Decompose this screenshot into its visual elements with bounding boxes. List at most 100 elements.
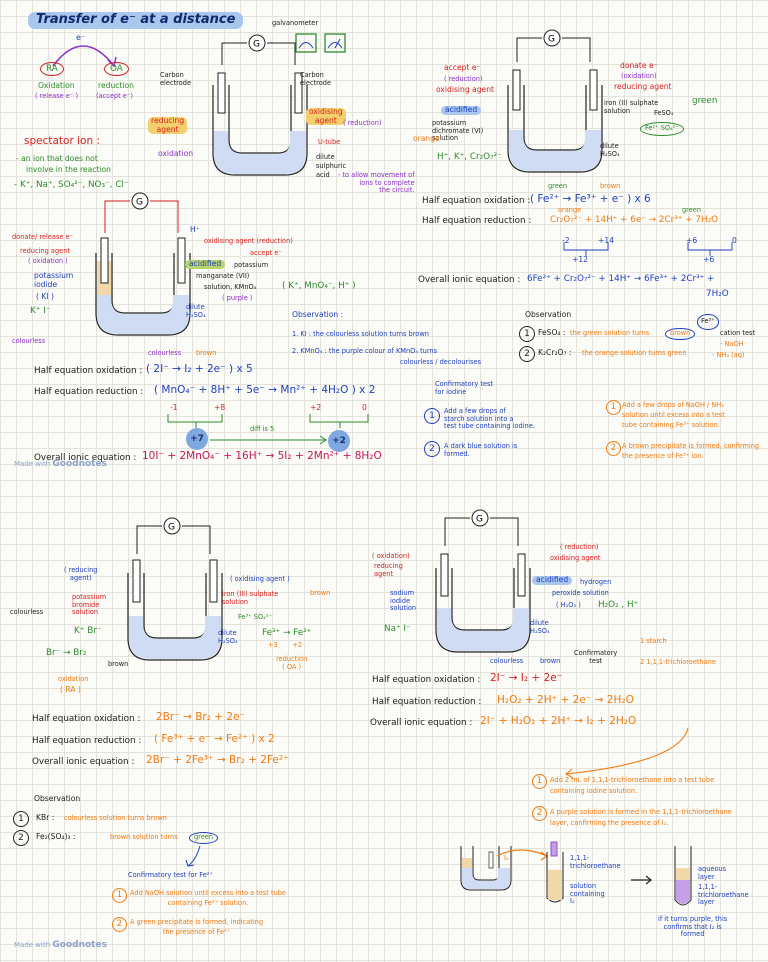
confirm-s1: Add a few drops of starch solution into … [444, 407, 535, 431]
u-tube-apparatus-4: G [127, 517, 223, 661]
potassium-bromide-label: potassium bromide solution [72, 593, 107, 617]
k-br-ions: K⁺ Br⁻ [74, 626, 102, 636]
n-b: +8 [214, 403, 226, 412]
sodium-iodide-label: sodium iodide solution [390, 589, 417, 613]
half-ox-label-i: Half equation oxidation : [372, 675, 481, 685]
overall-label-i: Overall ionic equation : [370, 718, 473, 728]
obs-br-s1: Add NaOH solution until excess into a te… [130, 889, 286, 907]
oxidation-label-5: ( oxidation) [372, 552, 410, 560]
n-e: +7 [186, 428, 208, 450]
h2o2-ions: H₂O₂ , H⁺ [598, 600, 639, 610]
ra-note: ( release e⁻ ) [35, 92, 79, 100]
half-red-label-ki: Half equation reduction : [34, 387, 144, 397]
obs-br-arrow [185, 845, 201, 867]
obs-br-s1n: 1 [112, 888, 127, 903]
half-red-label-i: Half equation reduction : [372, 697, 482, 707]
obs-br-conf: Confirmatory test for Fe²⁺ [128, 871, 213, 879]
half-ox-eq-i: 2I⁻ → I₂ + 2e⁻ [490, 672, 563, 684]
reduction-label-2: ( reduction) [444, 75, 483, 83]
colourless-label-3: colourless [12, 337, 46, 345]
obs-right-s2: A brown precipitate is formed, confirmin… [622, 442, 760, 460]
fe3-circle: Fe³⁺ [697, 314, 719, 330]
svg-text:G: G [168, 523, 175, 533]
half-ox-eq-br: 2Br⁻ → Br₂ + 2e⁻ [156, 711, 246, 723]
oxidising-agent-label-4: ( oxidising agent ) [230, 575, 290, 583]
kmno4-solution-label: solution, KMnO₄ [204, 283, 257, 291]
reducing-agent-label-3: reducing agent [20, 247, 70, 255]
reduction-label: ( reduction) [343, 119, 382, 127]
overall-eq-i: 2I⁻ + H₂O₂ + 2H⁺ → I₂ + 2H₂O [480, 715, 637, 727]
svg-text:G: G [253, 40, 260, 50]
obs-right-s2n: 2 [606, 441, 621, 456]
oxidising-agent-label-3: oxidising agent (reduction) [204, 237, 293, 245]
orange-note: orange [558, 206, 582, 214]
purple-label: ( purple ) [222, 294, 253, 302]
obs-mid-l1: 1. KI : the colourless solution turns br… [292, 330, 429, 338]
half-ox-label-right: Half equation oxidation : [422, 196, 531, 206]
reduction-label-5: ( reduction) [560, 543, 599, 551]
n-f: +2 [328, 430, 350, 452]
galvanometer-symbols [295, 33, 346, 53]
obs-br-l2a: Fe₂(SO₄)₃ : [36, 832, 76, 841]
acidified-label-5: acidified [532, 575, 573, 585]
confirm-tce: 2 1,1,1-trichloroethane [640, 658, 716, 666]
colourless-label-4: colourless [10, 608, 44, 616]
ox-num-f: +6 [703, 255, 715, 264]
obs-br-l2b: brown solution turns [110, 833, 178, 841]
ki-label: ( KI ) [36, 292, 54, 301]
acid-note: - to allow movement of ions to complete … [338, 171, 415, 195]
brown-note-i: brown [540, 657, 561, 665]
obs-mid-l2: 2. KMnO₄ : the purple colour of KMnO₄ tu… [292, 347, 438, 355]
overall-label-br: Overall ionic equation : [32, 757, 135, 767]
obs-br-l1a: KBr : [36, 813, 55, 822]
iron3-sulphate-label: iron (III) sulphate solution [222, 590, 279, 606]
oa-label: OA [104, 62, 129, 77]
oxidising-agent-label-2: oxidising agent [436, 85, 494, 94]
u-tube-apparatus-3: G [95, 192, 191, 336]
colourless-note-i: colourless [490, 657, 524, 665]
carbon-electrode-left: Carbon electrode [160, 71, 191, 87]
tce-layer: 1,1,1- trichloroethane layer [698, 883, 749, 907]
confirm-starch: 1 starch [640, 637, 667, 645]
h2o2-label: ( H₂O₂ ) [556, 601, 581, 609]
confirm-test-label: Confirmatory test [574, 649, 618, 665]
ra-desc: Oxidation [38, 81, 75, 90]
cation-test-label: cation test [720, 329, 756, 337]
obs-right-s1: Add a few drops of NaOH / NH₃ solution u… [622, 401, 725, 429]
ox-num-d: +6 [686, 236, 698, 245]
fe-eq-4: Fe³⁺ → Fe²⁺ [262, 628, 312, 638]
potassium-dichromate-label: potassium dichromate (VI) solution [432, 119, 484, 143]
reduction-oa-label: reduction ( OA ) [276, 655, 308, 671]
obs-br-n1: 1 [13, 811, 29, 827]
accept-label-3: accept e⁻ [250, 249, 282, 257]
brown-note-ki: brown [196, 349, 217, 357]
acid-label: acid [316, 171, 330, 179]
ox-num-b: +14 [598, 236, 615, 245]
obs-right-l1a: FeSO₄ : [538, 328, 566, 337]
oxidising-agent-label: oxidising agent [306, 107, 346, 126]
hydrogen-label: hydrogen [580, 578, 612, 586]
oxidising-agent-label-5: oxidising agent [550, 554, 601, 562]
brown-label-4: brown [108, 660, 129, 668]
svg-text:G: G [548, 35, 555, 45]
overall-eq-br: 2Br⁻ + 2Fe³⁺ → Br₂ + 2Fe²⁺ [146, 754, 289, 766]
confirm-n1: 1 [424, 408, 440, 424]
dilute-h2so4-label-3: dilute H₂SO₄ [186, 303, 206, 319]
manganate-label: manganate (VII) [196, 272, 250, 280]
oxidation-label-3: ( oxidation ) [28, 257, 68, 265]
fe-green-note: green [548, 182, 568, 190]
fe2-ions: Fe²⁺ SO₄²⁻ [640, 122, 684, 136]
svg-text:e⁻: e⁻ [76, 33, 85, 42]
tce-note: if it turns purple, this confirms that I… [658, 915, 728, 939]
oa-desc: reduction [98, 81, 134, 90]
donate-label-3: donate/ release e⁻ [12, 233, 74, 241]
accept-e-label: accept e⁻ [444, 63, 481, 72]
u-tube-apparatus-5: G [435, 509, 531, 653]
half-ox-label-ki: Half equation oxidation : [34, 366, 143, 376]
reducing-agent-label-4: ( reducing agent) [64, 566, 98, 582]
half-ox-eq-ki: ( 2I⁻ → I₂ + 2e⁻ ) x 5 [146, 363, 253, 375]
potassium-iodide-label: potassium iodide [34, 271, 74, 289]
obs-br-n2: 2 [13, 830, 29, 846]
obs-right-l2a: K₂Cr₂O₇ : [538, 348, 572, 357]
spectator-line2: involve in the reaction [26, 165, 111, 174]
